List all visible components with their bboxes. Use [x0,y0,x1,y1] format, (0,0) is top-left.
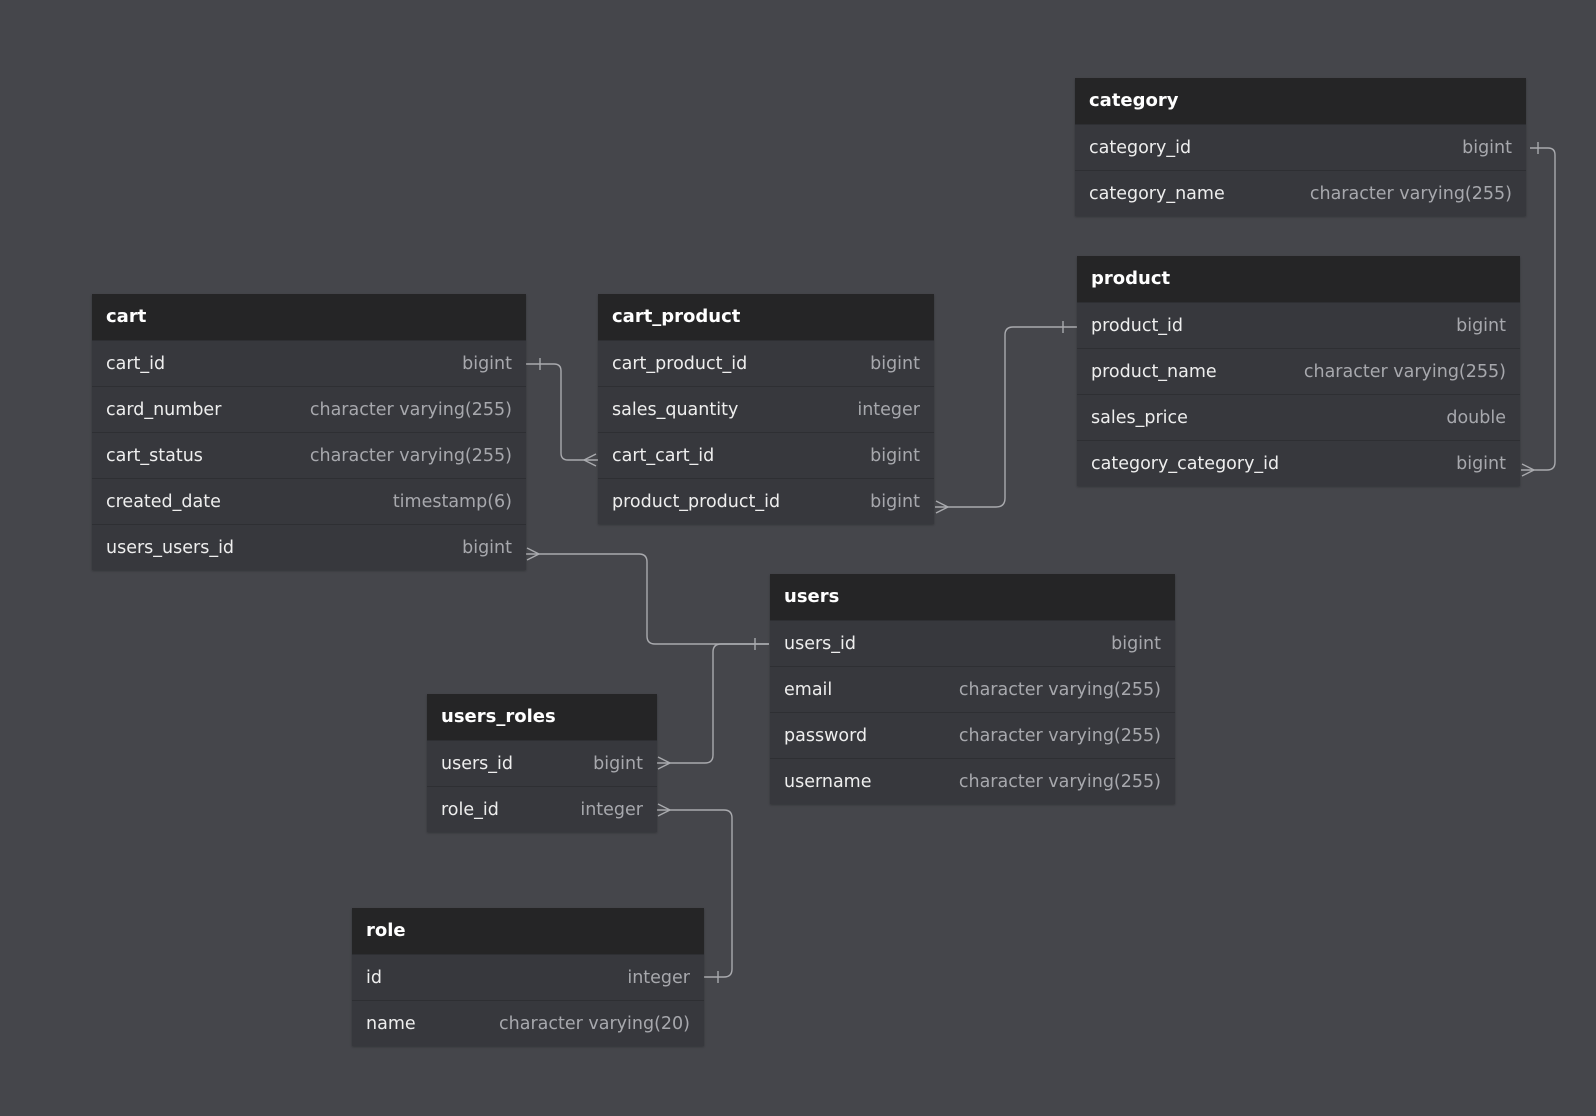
column-type: character varying(255) [1309,183,1512,204]
column-type: character varying(255) [958,679,1161,700]
column-row-card-number[interactable]: card_number character varying(255) [92,386,526,432]
column-type: bigint [870,353,920,374]
table-title[interactable]: cart_product [598,294,934,340]
column-row-product-name[interactable]: product_name character varying(255) [1077,348,1520,394]
column-row-product-product-id[interactable]: product_product_id bigint [598,478,934,524]
column-row-cart-id[interactable]: cart_id bigint [92,340,526,386]
column-row-email[interactable]: email character varying(255) [770,666,1175,712]
column-type: bigint [870,445,920,466]
column-type: character varying(255) [309,399,512,420]
column-row-cart-status[interactable]: cart_status character varying(255) [92,432,526,478]
table-cart-product[interactable]: cart_product cart_product_id bigint sale… [598,294,934,524]
column-name: password [784,725,868,746]
table-cart[interactable]: cart cart_id bigint card_number characte… [92,294,526,570]
column-type: character varying(255) [958,771,1161,792]
column-name: cart_status [106,445,203,466]
relationship-cart-users[interactable] [526,547,769,650]
column-type: character varying(20) [499,1013,690,1034]
column-name: category_category_id [1091,453,1280,474]
column-name: cart_product_id [612,353,748,374]
column-row-cart-product-id[interactable]: cart_product_id bigint [598,340,934,386]
column-type: integer [580,799,643,820]
table-title[interactable]: users_roles [427,694,657,740]
column-type: bigint [1462,137,1512,158]
column-row-created-date[interactable]: created_date timestamp(6) [92,478,526,524]
column-type: character varying(255) [958,725,1161,746]
column-row-sales-quantity[interactable]: sales_quantity integer [598,386,934,432]
column-type: bigint [1111,633,1161,654]
table-users[interactable]: users users_id bigint email character va… [770,574,1175,804]
column-row-product-id[interactable]: product_id bigint [1077,302,1520,348]
relationship-users-roles-users[interactable] [657,643,769,770]
column-name: cart_cart_id [612,445,715,466]
column-row-id[interactable]: id integer [352,954,704,1000]
column-type: double [1446,407,1506,428]
column-name: role_id [441,799,499,820]
column-name: email [784,679,833,700]
column-row-name[interactable]: name character varying(20) [352,1000,704,1046]
column-name: users_id [441,753,514,774]
column-name: sales_price [1091,407,1188,428]
column-row-category-id[interactable]: category_id bigint [1075,124,1526,170]
column-name: sales_quantity [612,399,739,420]
table-title[interactable]: role [352,908,704,954]
column-row-username[interactable]: username character varying(255) [770,758,1175,804]
column-type: integer [857,399,920,420]
column-row-password[interactable]: password character varying(255) [770,712,1175,758]
column-name: cart_id [106,353,166,374]
column-name: username [784,771,872,792]
column-row-cart-cart-id[interactable]: cart_cart_id bigint [598,432,934,478]
column-type: bigint [462,353,512,374]
column-row-users-id[interactable]: users_id bigint [770,620,1175,666]
relationship-cart-product-cart[interactable] [526,358,598,467]
column-name: product_id [1091,315,1184,336]
column-row-users-id[interactable]: users_id bigint [427,740,657,786]
column-name: category_name [1089,183,1225,204]
column-name: name [366,1013,416,1034]
column-name: card_number [106,399,222,420]
column-name: created_date [106,491,221,512]
table-title[interactable]: product [1077,256,1520,302]
column-type: integer [627,967,690,988]
column-row-category-category-id[interactable]: category_category_id bigint [1077,440,1520,486]
column-name: product_product_id [612,491,781,512]
column-name: users_id [784,633,857,654]
column-name: product_name [1091,361,1217,382]
table-role[interactable]: role id integer name character varying(2… [352,908,704,1046]
relationship-product-category[interactable] [1521,142,1556,477]
table-users-roles[interactable]: users_roles users_id bigint role_id inte… [427,694,657,832]
table-product[interactable]: product product_id bigint product_name c… [1077,256,1520,486]
column-type: bigint [1456,453,1506,474]
column-type: bigint [462,537,512,558]
column-row-users-users-id[interactable]: users_users_id bigint [92,524,526,570]
column-name: category_id [1089,137,1192,158]
table-category[interactable]: category category_id bigint category_nam… [1075,78,1526,216]
relationship-cart-product-product[interactable] [935,321,1077,514]
table-title[interactable]: category [1075,78,1526,124]
column-row-category-name[interactable]: category_name character varying(255) [1075,170,1526,216]
column-type: bigint [1456,315,1506,336]
table-title[interactable]: cart [92,294,526,340]
column-name: id [366,967,382,988]
column-name: users_users_id [106,537,235,558]
column-type: character varying(255) [1303,361,1506,382]
table-title[interactable]: users [770,574,1175,620]
column-row-role-id[interactable]: role_id integer [427,786,657,832]
column-type: character varying(255) [309,445,512,466]
column-type: bigint [593,753,643,774]
column-type: timestamp(6) [392,491,512,512]
column-type: bigint [870,491,920,512]
column-row-sales-price[interactable]: sales_price double [1077,394,1520,440]
